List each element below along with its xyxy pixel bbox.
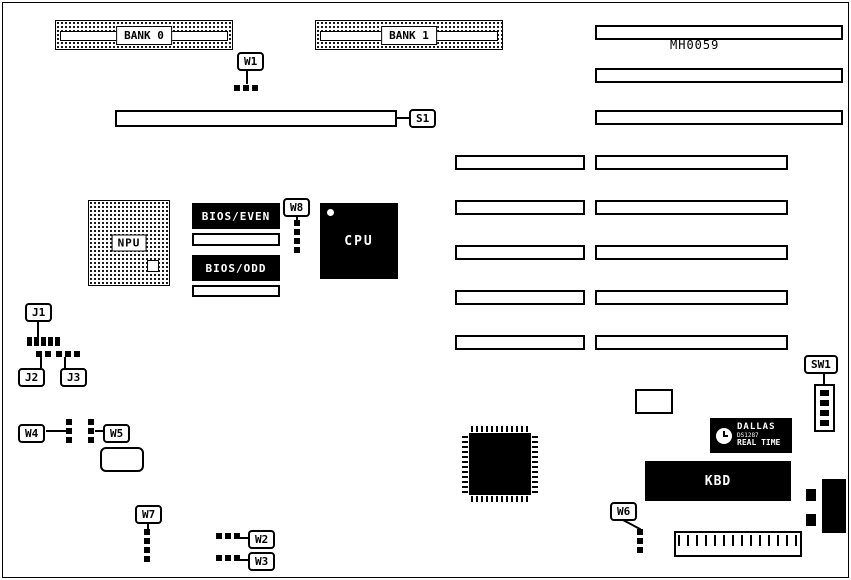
expansion-slot xyxy=(455,155,585,170)
leader-line xyxy=(37,319,39,337)
jumper-w4 xyxy=(66,419,72,443)
dip-switch-rockers xyxy=(820,390,829,426)
leader-line xyxy=(296,214,298,220)
callout-w5: W5 xyxy=(103,424,131,443)
jumper-j2 xyxy=(36,351,51,357)
connector-pin xyxy=(806,514,816,526)
jumper-w6 xyxy=(637,529,643,553)
callout-s1: S1 xyxy=(409,109,437,128)
simm-socket-bank1: BANK 1 xyxy=(315,20,503,50)
bank1-label: BANK 1 xyxy=(381,26,437,45)
leader-line xyxy=(237,559,248,561)
leader-line xyxy=(40,357,42,368)
bank0-label: BANK 0 xyxy=(116,26,172,45)
dallas-brand: DALLAS xyxy=(737,422,776,433)
callout-w3: W3 xyxy=(248,552,276,571)
callout-w7: W7 xyxy=(135,505,163,524)
expansion-slot xyxy=(595,245,788,260)
dallas-model: DS1287 xyxy=(737,431,759,439)
dallas-text: DALLAS DS1287 REAL TIME xyxy=(737,422,781,448)
small-ic xyxy=(635,389,673,414)
socket-notch xyxy=(147,260,159,272)
jumper-w2 xyxy=(216,533,240,539)
callout-w8: W8 xyxy=(283,198,311,217)
pin-header-pins xyxy=(678,535,798,546)
dallas-type: REAL TIME xyxy=(737,438,781,448)
dallas-rtc-chip: DALLAS DS1287 REAL TIME xyxy=(710,418,792,453)
expansion-slot xyxy=(595,335,788,350)
jumper-j3 xyxy=(56,351,80,357)
jumper-w7 xyxy=(144,529,150,562)
callout-j3: J3 xyxy=(60,368,88,387)
npu-label: NPU xyxy=(111,234,147,252)
expansion-slot xyxy=(595,68,843,83)
qfp-pins xyxy=(462,435,468,493)
expansion-slot xyxy=(455,335,585,350)
leader-line xyxy=(64,357,66,368)
callout-w2: W2 xyxy=(248,530,276,549)
part-number: MH0059 xyxy=(670,38,720,52)
leader-line xyxy=(46,430,66,432)
expansion-slot xyxy=(595,155,788,170)
cpu-chip: CPU xyxy=(320,203,398,279)
oscillator xyxy=(100,447,144,472)
leader-line xyxy=(147,521,149,529)
qfp-chip xyxy=(462,426,538,502)
expansion-slot xyxy=(595,110,843,125)
expansion-slot xyxy=(595,25,843,40)
expansion-slot xyxy=(455,245,585,260)
pin-header xyxy=(674,531,802,557)
callout-w6: W6 xyxy=(610,502,638,521)
expansion-slot xyxy=(455,290,585,305)
clock-icon xyxy=(716,427,732,444)
npu-socket: NPU xyxy=(88,200,170,286)
jumper-w3 xyxy=(216,555,240,561)
expansion-slot xyxy=(595,290,788,305)
dip-switch-sw1 xyxy=(814,384,835,432)
qfp-pins xyxy=(471,496,529,502)
leader-line xyxy=(823,371,825,384)
callout-sw1: SW1 xyxy=(804,355,838,374)
simm-socket-bank0: BANK 0 xyxy=(55,20,233,50)
jumper-w1 xyxy=(234,85,258,91)
bios-odd-chip: BIOS/ODD xyxy=(192,255,280,281)
leader-line xyxy=(397,117,409,119)
eprom-socket xyxy=(192,285,280,297)
expansion-slot xyxy=(455,200,585,215)
qfp-pins xyxy=(471,426,529,432)
jumper-w8 xyxy=(294,220,300,253)
eprom-socket xyxy=(192,233,280,246)
keyboard-connector xyxy=(822,479,846,533)
callout-w1: W1 xyxy=(237,52,265,71)
leader-line xyxy=(246,69,248,84)
connector-pin xyxy=(806,489,816,501)
kbd-controller-chip: KBD xyxy=(645,461,791,501)
leader-line xyxy=(95,430,103,432)
jumper-j1 xyxy=(27,337,60,346)
qfp-core xyxy=(469,433,531,495)
pin1-dot xyxy=(327,209,334,216)
qfp-pins xyxy=(532,435,538,493)
s1-slot xyxy=(115,110,397,127)
callout-w4: W4 xyxy=(18,424,46,443)
callout-j1: J1 xyxy=(25,303,53,322)
callout-j2: J2 xyxy=(18,368,46,387)
jumper-w5 xyxy=(88,419,94,443)
leader-line xyxy=(237,537,248,539)
bios-even-chip: BIOS/EVEN xyxy=(192,203,280,229)
expansion-slot xyxy=(595,200,788,215)
